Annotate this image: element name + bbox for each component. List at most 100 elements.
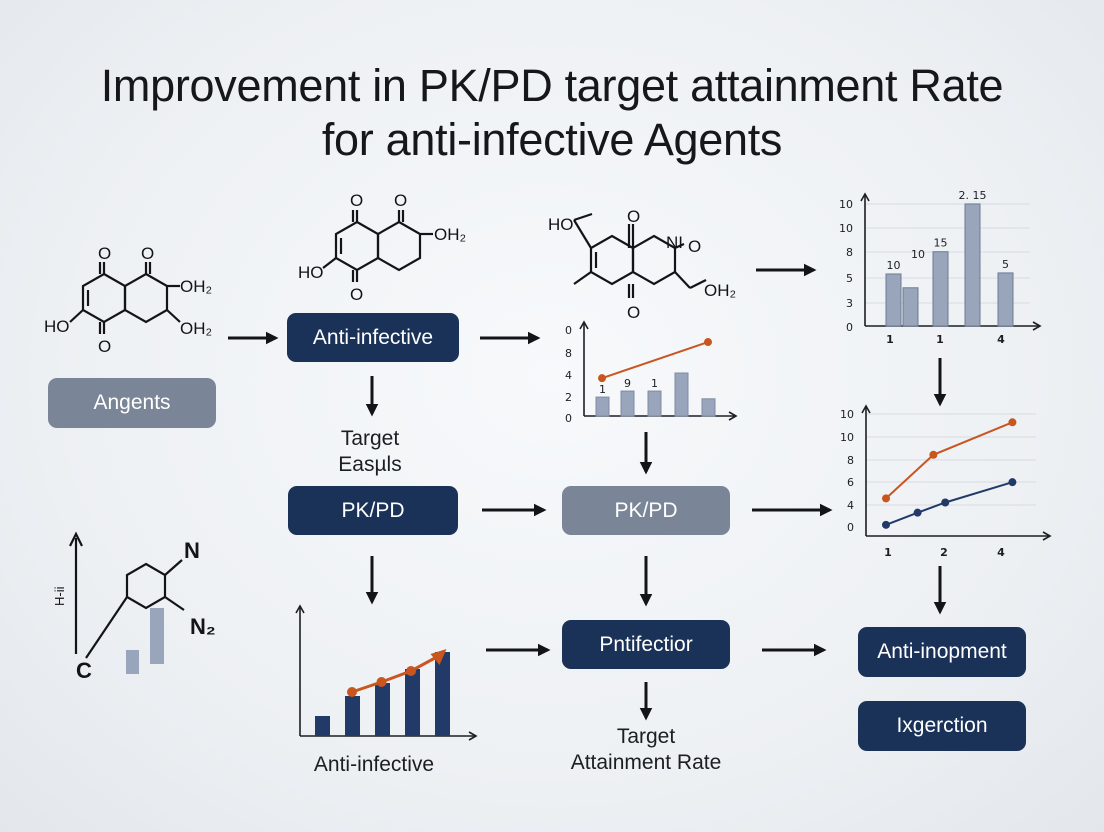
bar	[595, 396, 610, 417]
svg-text:OH₂: OH₂	[180, 319, 212, 338]
trend-point	[347, 687, 357, 697]
target-easuls-label: Target Easµls	[338, 427, 402, 476]
series-point	[913, 508, 922, 517]
series-point	[929, 450, 938, 459]
y-tick-label: 0	[565, 324, 572, 337]
trend-point	[406, 666, 416, 676]
bar	[315, 716, 330, 736]
y-tick-label: 0	[847, 521, 854, 534]
trend-arrowhead	[430, 649, 447, 665]
svg-text:H-ii: H-ii	[52, 586, 67, 606]
series-point	[882, 494, 890, 503]
molecule-3-labels: HO O NI O OH₂ O	[548, 207, 736, 322]
bar-value-label: 15	[934, 237, 948, 250]
molecule-4	[69, 531, 185, 659]
trend-point	[704, 338, 712, 347]
bar-value-label: 1	[599, 383, 606, 396]
svg-text:O: O	[627, 303, 640, 322]
mini-bar-2	[150, 608, 164, 664]
agents-box: Angents	[48, 378, 216, 428]
bar	[997, 272, 1014, 327]
bar-value-label: 10	[887, 259, 901, 272]
molecule-1-labels: O O OH₂ HO OH₂ O	[44, 244, 212, 356]
y-tick-label: 3	[846, 297, 853, 310]
bar	[701, 398, 716, 417]
y-tick-label: 4	[847, 499, 854, 512]
molecule-2	[322, 210, 433, 282]
bar-value-label: 2. 15	[959, 189, 987, 202]
x-tick-label: 1	[936, 333, 944, 346]
mini-bar-1	[126, 650, 139, 674]
bar	[932, 251, 949, 327]
pntifectior-box: Pntifectior	[562, 620, 730, 669]
bar	[375, 683, 390, 736]
anti-infective-box: Anti-infective	[287, 313, 459, 362]
y-tick-label: 10	[840, 408, 854, 421]
x-axis-arrow	[728, 411, 738, 421]
svg-text:NI: NI	[666, 233, 683, 252]
y-tick-label: 2	[565, 391, 572, 404]
bar	[435, 652, 450, 736]
svg-text:HO: HO	[298, 263, 324, 282]
series-point	[882, 520, 890, 529]
chart-bottom-left	[295, 604, 478, 741]
y-tick-label: 6	[847, 476, 854, 489]
x-tick-label: 4	[997, 333, 1005, 346]
y-tick-label: 8	[846, 246, 853, 259]
y-tick-label: 0	[846, 321, 853, 334]
y-tick-label: 0	[565, 412, 572, 425]
x-tick-label: 1	[886, 333, 894, 346]
svg-text:O: O	[350, 285, 363, 304]
anti-inopment-box: Anti-inopment	[858, 627, 1026, 677]
bar	[405, 669, 420, 736]
bar-value-label: 10	[911, 248, 925, 261]
trend-line	[601, 341, 709, 380]
svg-text:N: N	[184, 538, 200, 563]
page-title-line2: for anti-infective Agents	[321, 114, 783, 165]
y-axis-arrow	[861, 404, 871, 414]
trend-point	[598, 374, 606, 383]
y-axis-arrow	[860, 192, 870, 202]
bar	[885, 273, 902, 327]
bar	[964, 203, 981, 327]
svg-text:OH₂: OH₂	[180, 277, 212, 296]
svg-text:O: O	[627, 207, 640, 226]
x-axis-arrow	[468, 731, 478, 741]
pkpd-box-middle: PK/PD	[562, 486, 730, 535]
svg-text:HO: HO	[548, 215, 574, 234]
anti-infective-caption: Anti-infective	[313, 753, 435, 776]
bar	[647, 390, 662, 417]
svg-text:O: O	[350, 191, 363, 210]
y-tick-label: 10	[840, 431, 854, 444]
y-tick-label: 4	[565, 369, 572, 382]
target-attainment-label: Target Attainment Rate	[570, 725, 722, 774]
trend-line	[351, 653, 442, 694]
svg-text:N₂: N₂	[190, 614, 216, 639]
svg-text:OH₂: OH₂	[434, 225, 466, 244]
y-tick-label: 10	[839, 222, 853, 235]
pkpd-box-left: PK/PD	[288, 486, 458, 535]
series-line	[885, 481, 1013, 526]
bar	[620, 390, 635, 417]
ixgerction-box: Ixgerction	[858, 701, 1026, 751]
svg-text:O: O	[688, 237, 701, 256]
svg-text:OH₂: OH₂	[704, 281, 736, 300]
svg-text:C: C	[76, 658, 92, 683]
page-title-line1: Improvement in PK/PD target attainment R…	[100, 60, 1004, 111]
bar	[345, 696, 360, 736]
molecule-3	[573, 212, 707, 298]
y-tick-label: 10	[839, 198, 853, 211]
y-tick-label: 8	[565, 347, 572, 360]
molecule-4-labels: N N₂ C H-ii	[52, 538, 216, 683]
x-axis-arrow	[1032, 321, 1042, 331]
bar-value-label: 9	[624, 377, 631, 390]
svg-text:HO: HO	[44, 317, 70, 336]
series-point	[1008, 418, 1017, 427]
svg-text:O: O	[394, 191, 407, 210]
series-point	[941, 498, 950, 507]
y-tick-label: 8	[847, 454, 854, 467]
